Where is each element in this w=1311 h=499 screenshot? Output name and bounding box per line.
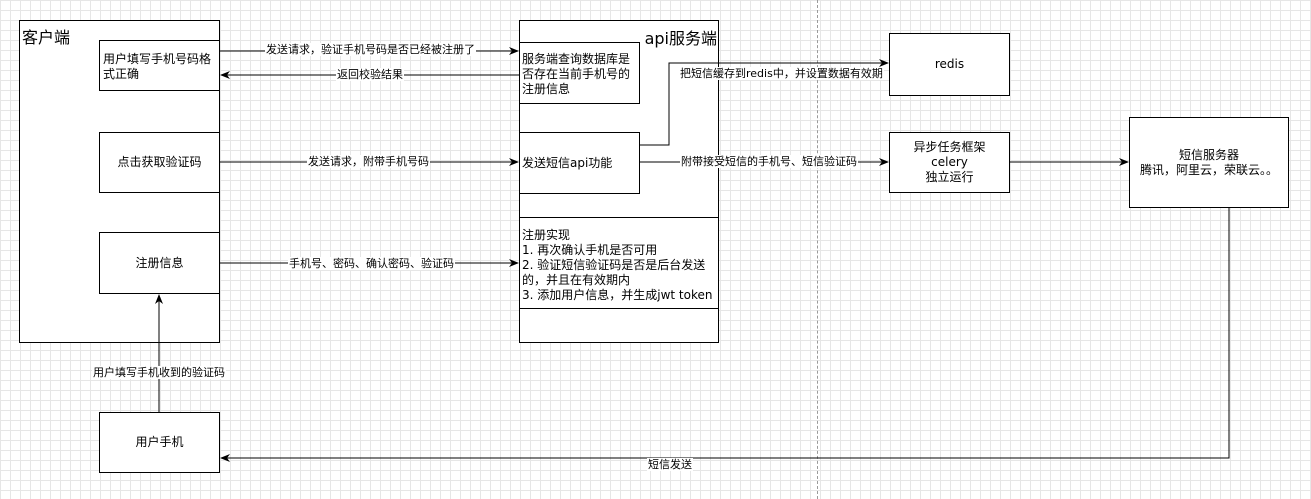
phone-text: 用户手机 — [135, 435, 184, 449]
server-sms-box: 发送短信api功能 — [519, 132, 640, 194]
edge-sms-send — [220, 208, 1230, 462]
redis-text: redis — [934, 57, 965, 71]
celery-line-3: 独立运行 — [925, 170, 974, 184]
sms-server-line-1: 短信服务器 — [1178, 147, 1239, 162]
label-attach-phone-code: 附带接受短信的手机号、短信验证码 — [680, 155, 858, 168]
client-get-code-text: 点击获取验证码 — [117, 155, 202, 169]
server-register-line-2: 1. 再次确认手机是否可用 — [522, 243, 658, 257]
server-sms-text: 发送短信api功能 — [522, 155, 613, 170]
edge-cache-redis — [640, 59, 889, 146]
client-format-text: 用户填写手机号码格式正确 — [103, 52, 212, 81]
server-query-box: 服务端查询数据库是否存在当前手机号的注册信息 — [519, 42, 640, 104]
label-check-request: 发送请求，验证手机号码是否已经被注册了 — [265, 43, 476, 56]
server-register-line-4: 3. 添加用户信息，并生成jwt token — [522, 288, 713, 302]
label-register-fields: 手机号、密码、确认密码、验证码 — [288, 257, 455, 270]
server-register-line-3: 2. 验证短信验证码是否是后台发送的，并且在有效期内 — [522, 258, 706, 287]
phone-box: 用户手机 — [99, 412, 220, 473]
celery-box: 异步任务框架 celery 独立运行 — [889, 132, 1010, 193]
client-register-text: 注册信息 — [135, 255, 184, 270]
label-user-input-code: 用户填写手机收到的验证码 — [92, 366, 226, 379]
client-title: 客户端 — [22, 28, 71, 47]
server-register-line-1: 注册实现 — [522, 228, 571, 242]
client-format-box: 用户填写手机号码格式正确 — [99, 40, 220, 91]
server-register-box: 注册实现 1. 再次确认手机是否可用 2. 验证短信验证码是否是后台发送的，并且… — [519, 217, 719, 309]
label-cache-redis: 把短信缓存到redis中，并设置数据有效期 — [679, 67, 884, 80]
sms-server-line-2: 腾讯，阿里云，荣联云。。 — [1139, 162, 1278, 177]
dashed-divider — [817, 0, 818, 499]
client-register-box: 注册信息 — [99, 232, 220, 294]
celery-line-2: celery — [931, 155, 968, 169]
client-get-code-box: 点击获取验证码 — [99, 132, 220, 193]
label-return-result: 返回校验结果 — [336, 68, 404, 81]
label-sms-send: 短信发送 — [647, 458, 693, 471]
server-query-text: 服务端查询数据库是否存在当前手机号的注册信息 — [522, 52, 631, 96]
server-title: api服务端 — [644, 29, 717, 48]
celery-line-1: 异步任务框架 — [913, 140, 986, 154]
sms-server-box: 短信服务器 腾讯，阿里云，荣联云。。 — [1129, 117, 1289, 208]
redis-box: redis — [889, 33, 1010, 96]
label-send-phone: 发送请求，附带手机号码 — [307, 155, 430, 168]
